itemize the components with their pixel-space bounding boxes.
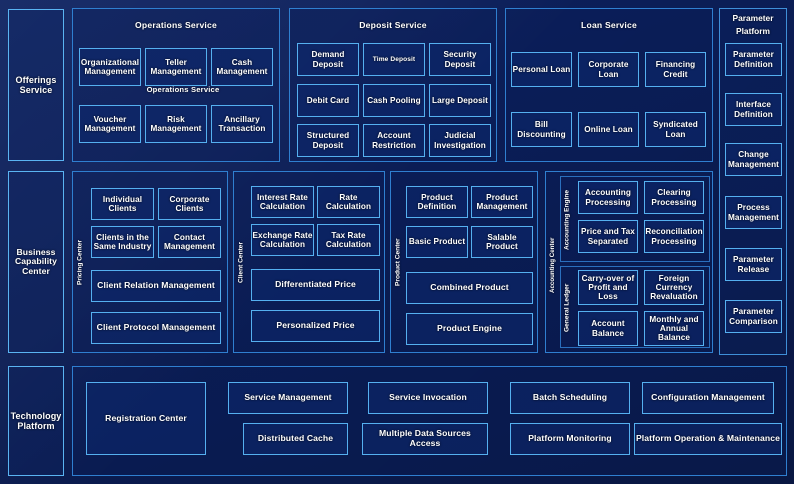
- item-voucher-management[interactable]: Voucher Management: [79, 105, 141, 143]
- item-rate-calculation[interactable]: Rate Calculation: [317, 186, 380, 218]
- bcc-label-line1: Business: [16, 246, 56, 257]
- item-individual-clients[interactable]: Individual Clients: [91, 188, 154, 220]
- item-large-deposit[interactable]: Large Deposit: [429, 84, 491, 117]
- item-interest-rate-calculation[interactable]: Interest Rate Calculation: [251, 186, 314, 218]
- item-reconciliation-processing[interactable]: Reconciliation Processing: [644, 220, 704, 253]
- row-label-offerings-service: Offerings Service: [8, 9, 64, 161]
- vlabel-pricing-center: Pricing Center: [76, 239, 84, 286]
- row-label-technology-platform: Technology Platform: [8, 366, 64, 476]
- item-price-and-tax-separated[interactable]: Price and Tax Separated: [578, 220, 638, 253]
- item-parameter-release[interactable]: Parameter Release: [725, 248, 782, 281]
- item-personal-loan[interactable]: Personal Loan: [511, 52, 572, 87]
- item-account-balance[interactable]: Account Balance: [578, 311, 638, 346]
- header-operations-service: Operations Service: [135, 20, 217, 30]
- item-distributed-cache[interactable]: Distributed Cache: [243, 423, 348, 455]
- item-monthly-and-annual-balance[interactable]: Monthly and Annual Balance: [644, 311, 704, 346]
- item-service-invocation[interactable]: Service Invocation: [368, 382, 488, 414]
- item-batch-scheduling[interactable]: Batch Scheduling: [510, 382, 630, 414]
- item-product-definition[interactable]: Product Definition: [406, 186, 468, 218]
- bcc-label-line2: Capability: [14, 256, 58, 267]
- item-parameter-definition[interactable]: Parameter Definition: [725, 43, 782, 76]
- item-platform-monitoring[interactable]: Platform Monitoring: [510, 423, 630, 455]
- item-syndicated-loan[interactable]: Syndicated Loan: [645, 112, 706, 147]
- vlabel-accounting-engine: Accounting Engine: [563, 189, 571, 251]
- tech-label-line2: Platform: [17, 421, 55, 431]
- item-cash-pooling[interactable]: Cash Pooling: [363, 84, 425, 117]
- item-accounting-processing[interactable]: Accounting Processing: [578, 181, 638, 214]
- item-differentiated-price[interactable]: Differentiated Price: [251, 269, 380, 301]
- item-teller-management[interactable]: Teller Management: [145, 48, 207, 86]
- item-security-deposit[interactable]: Security Deposit: [429, 43, 491, 76]
- offerings-label-line1: Offerings: [15, 74, 57, 85]
- item-financing-credit[interactable]: Financing Credit: [645, 52, 706, 87]
- vlabel-product-center: Product Center: [394, 238, 402, 287]
- bcc-label-line3: Center: [22, 265, 50, 276]
- item-service-management[interactable]: Service Management: [228, 382, 348, 414]
- item-structured-deposit[interactable]: Structured Deposit: [297, 124, 359, 157]
- item-judicial-investigation[interactable]: Judicial Investigation: [429, 124, 491, 157]
- item-configuration-management[interactable]: Configuration Management: [642, 382, 774, 414]
- item-account-restriction[interactable]: Account Restriction: [363, 124, 425, 157]
- item-client-relation-management[interactable]: Client Relation Management: [91, 270, 221, 302]
- item-corporate-loan[interactable]: Corporate Loan: [578, 52, 639, 87]
- item-corporate-clients[interactable]: Corporate Clients: [158, 188, 221, 220]
- item-personalized-price[interactable]: Personalized Price: [251, 310, 380, 342]
- header-deposit-service: Deposit Service: [359, 20, 427, 30]
- item-demand-deposit[interactable]: Demand Deposit: [297, 43, 359, 76]
- tech-label-line1: Technology: [10, 410, 62, 421]
- item-product-engine[interactable]: Product Engine: [406, 313, 533, 345]
- item-exchange-rate-calculation[interactable]: Exchange Rate Calculation: [251, 224, 314, 256]
- item-cash-management[interactable]: Cash Management: [211, 48, 273, 86]
- vlabel-client-center: Client Center: [237, 241, 245, 284]
- item-interface-definition[interactable]: Interface Definition: [725, 93, 782, 126]
- item-risk-management[interactable]: Risk Management: [145, 105, 207, 143]
- vlabel-general-ledger: General Ledger: [563, 283, 571, 333]
- item-organizational-management[interactable]: Organizational Management: [79, 48, 141, 86]
- item-basic-product[interactable]: Basic Product: [406, 226, 468, 258]
- pp-title-line1: Parameter: [732, 13, 774, 23]
- row-label-business-capability-center: Business Capability Center: [8, 171, 64, 353]
- item-debit-card[interactable]: Debit Card: [297, 84, 359, 117]
- header-operations-service-duplicate: Operations Service: [146, 85, 220, 94]
- offerings-label-line2: Service: [19, 85, 53, 95]
- item-tax-rate-calculation[interactable]: Tax Rate Calculation: [317, 224, 380, 256]
- item-foreign-currency-revaluation[interactable]: Foreign Currency Revaluation: [644, 270, 704, 305]
- item-registration-center[interactable]: Registration Center: [86, 382, 206, 455]
- item-change-management[interactable]: Change Management: [725, 143, 782, 176]
- item-product-management[interactable]: Product Management: [471, 186, 533, 218]
- item-clearing-processing[interactable]: Clearing Processing: [644, 181, 704, 214]
- item-contact-management[interactable]: Contact Management: [158, 226, 221, 258]
- vlabel-accounting-center: Accounting Center: [549, 237, 556, 293]
- item-combined-product[interactable]: Combined Product: [406, 272, 533, 304]
- item-platform-operation-maintenance[interactable]: Platform Operation & Maintenance: [634, 423, 782, 455]
- parameter-platform-title: Parameter Platform: [719, 12, 787, 37]
- item-parameter-comparison[interactable]: Parameter Comparison: [725, 300, 782, 333]
- item-time-deposit[interactable]: Time Deposit: [363, 43, 425, 76]
- item-process-management[interactable]: Process Management: [725, 196, 782, 229]
- item-carry-over-of-profit-and-loss[interactable]: Carry-over of Profit and Loss: [578, 270, 638, 305]
- header-loan-service: Loan Service: [581, 20, 637, 30]
- pp-title-line2: Platform: [736, 25, 770, 36]
- item-multiple-data-sources-access[interactable]: Multiple Data Sources Access: [362, 423, 488, 455]
- item-salable-product[interactable]: Salable Product: [471, 226, 533, 258]
- item-ancillary-transaction[interactable]: Ancillary Transaction: [211, 105, 273, 143]
- item-client-protocol-management[interactable]: Client Protocol Management: [91, 312, 221, 344]
- item-clients-in-the-same-industry[interactable]: Clients in the Same Industry: [91, 226, 154, 258]
- item-bill-discounting[interactable]: Bill Discounting: [511, 112, 572, 147]
- item-online-loan[interactable]: Online Loan: [578, 112, 639, 147]
